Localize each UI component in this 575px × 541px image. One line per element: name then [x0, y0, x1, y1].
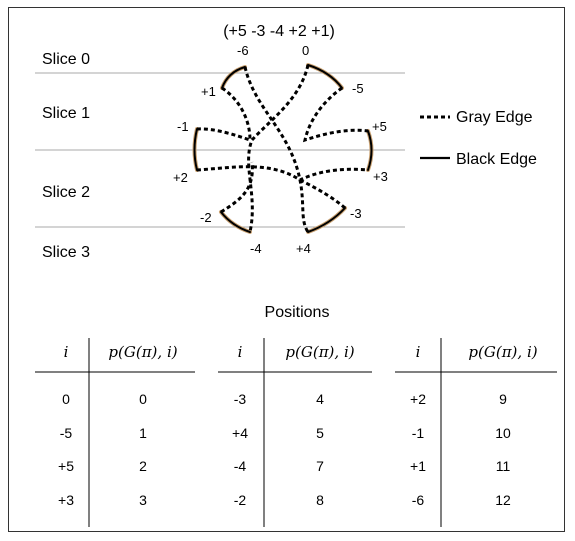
table-cell: -6 [412, 492, 425, 508]
slice-1-label: Slice 1 [42, 105, 90, 122]
gray-edge [220, 161, 254, 214]
table-cell: 11 [496, 458, 511, 474]
black-edge-halo [306, 63, 344, 90]
column-header-p: p(G(π), i) [468, 343, 537, 361]
positions-title: Positions [265, 304, 330, 321]
positions-table-2: i p(G(π), i) -3 4 +4 5 -4 7 -2 8 [218, 338, 372, 527]
vertex-label: +4 [296, 241, 311, 256]
black-edges [192, 63, 374, 234]
vertex-label: -2 [200, 210, 212, 225]
permutation-title: (+5 -3 -4 +2 +1) [223, 23, 335, 40]
table-cell: 3 [139, 492, 147, 508]
table-cell: 4 [316, 391, 324, 407]
gray-edge [196, 165, 369, 182]
column-header-i: i [416, 343, 421, 361]
gray-edge [196, 86, 252, 143]
gray-edge-legend-label: Gray Edge [456, 109, 533, 126]
gray-edge [247, 64, 310, 233]
column-header-i: i [238, 343, 243, 361]
vertex-label: +1 [201, 84, 216, 99]
gray-edges [196, 64, 369, 233]
table-cell: 0 [139, 391, 147, 407]
slice-2-label: Slice 2 [42, 184, 90, 201]
vertex-label: +5 [372, 119, 387, 134]
black-edge [367, 130, 373, 171]
table-cell: 1 [139, 425, 147, 441]
table-cell: -2 [234, 492, 247, 508]
vertex-label: -5 [352, 81, 364, 96]
black-edge [193, 128, 198, 171]
figure-frame [8, 7, 565, 532]
table-cell: 12 [495, 492, 511, 508]
table-cell: 8 [316, 492, 324, 508]
vertex-label: -4 [250, 241, 262, 256]
table-cell: -1 [412, 425, 425, 441]
column-header-i: i [64, 343, 69, 361]
black-edge [221, 66, 246, 89]
positions-table-1: i p(G(π), i) 0 0 -5 1 +5 2 +3 3 [35, 338, 195, 527]
column-header-p: p(G(π), i) [108, 343, 177, 361]
black-edge [307, 64, 343, 89]
legend: Gray Edge Black Edge [420, 109, 537, 168]
table-cell: +2 [410, 391, 426, 407]
table-cell: 7 [316, 458, 324, 474]
table-cell: 9 [499, 391, 507, 407]
black-edge-legend-label: Black Edge [456, 151, 537, 168]
vertex-label: -1 [177, 119, 189, 134]
gray-edge [299, 178, 346, 210]
vertex-label: -6 [237, 43, 249, 58]
table-cell: 5 [316, 425, 324, 441]
black-edge-halo [306, 206, 347, 234]
table-cell: +5 [58, 458, 74, 474]
gray-edge [243, 66, 310, 233]
black-edge [307, 207, 346, 233]
table-cell: -3 [234, 391, 247, 407]
table-cell: 10 [495, 425, 511, 441]
table-cell: +4 [232, 425, 248, 441]
table-cell: 0 [62, 391, 70, 407]
table-cell: -4 [234, 458, 247, 474]
vertex-label: +3 [373, 169, 388, 184]
black-edge [220, 211, 251, 233]
table-cell: +3 [58, 492, 74, 508]
vertex-label: 0 [302, 43, 309, 58]
positions-table-3: i p(G(π), i) +2 9 -1 10 +1 11 -6 12 [395, 338, 557, 527]
vertex-label: -3 [350, 206, 362, 221]
black-edge-halo [219, 210, 252, 234]
table-cell: -5 [60, 425, 73, 441]
table-cell: 2 [139, 458, 147, 474]
black-edge-halo [220, 65, 247, 90]
column-header-p: p(G(π), i) [285, 343, 354, 361]
slice-3-label: Slice 3 [42, 244, 90, 261]
slice-0-label: Slice 0 [42, 51, 90, 68]
table-cell: +1 [410, 458, 426, 474]
gray-edge [302, 86, 369, 143]
vertex-label: +2 [173, 170, 188, 185]
